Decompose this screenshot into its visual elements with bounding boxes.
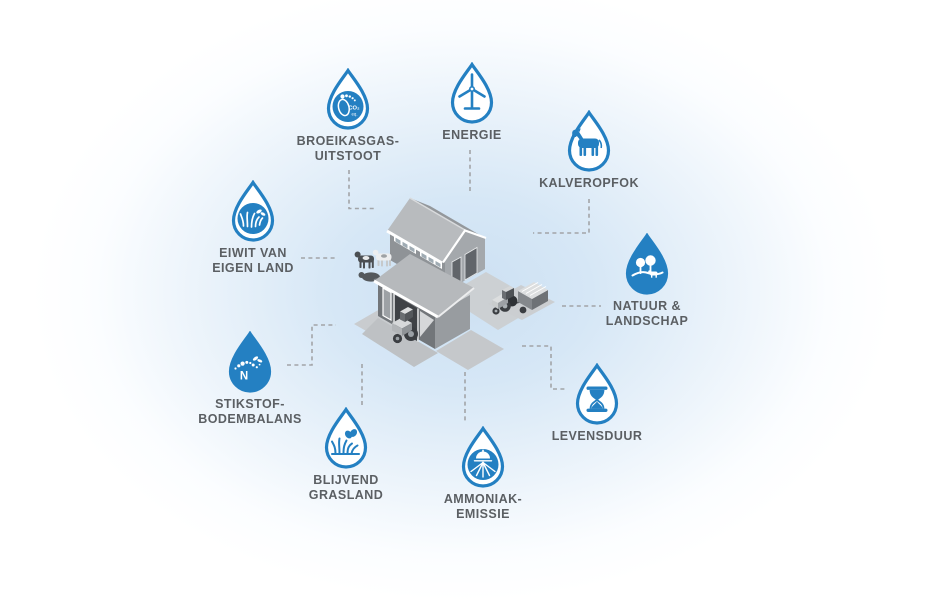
ground-shadow-front bbox=[362, 318, 438, 367]
nitrogen-soil-balance-icon: N bbox=[228, 331, 272, 393]
svg-text:CO₂: CO₂ bbox=[348, 106, 360, 112]
svg-text:N: N bbox=[240, 371, 248, 383]
farm-illustration-svg bbox=[354, 197, 555, 370]
node-levensduur: LEVENSDUUR bbox=[522, 363, 672, 444]
ground-shadow-shed-right bbox=[436, 330, 504, 370]
node-label: BROEIKASGAS-UITSTOOT bbox=[296, 134, 400, 163]
calf-icon bbox=[567, 110, 611, 172]
node-broeikasgas-uitstoot: CO₂ eq. BROEIKASGAS-UITSTOOT bbox=[273, 68, 423, 164]
co2-footprint-icon: CO₂ eq. bbox=[326, 68, 370, 130]
machine-shed bbox=[373, 254, 475, 349]
svg-text:eq.: eq. bbox=[351, 112, 357, 117]
tractor-in-shed bbox=[392, 307, 418, 344]
cow-white bbox=[372, 249, 392, 267]
barn-door bbox=[464, 246, 478, 281]
node-natuur-landschap: NATUUR &LANDSCHAP bbox=[572, 233, 722, 329]
node-label: LEVENSDUUR bbox=[551, 429, 643, 443]
node-label: NATUUR &LANDSCHAP bbox=[605, 299, 689, 328]
node-label: STIKSTOF-BODEMBALANS bbox=[198, 397, 302, 426]
shed-side-door bbox=[382, 286, 392, 322]
grass-protein-icon bbox=[231, 180, 275, 242]
shed-open-gate bbox=[420, 311, 434, 337]
cow-herd bbox=[354, 249, 392, 282]
hourglass-icon bbox=[575, 363, 619, 425]
node-kalveropfok: KALVEROPFOK bbox=[514, 110, 664, 191]
node-label: ENERGIE bbox=[442, 128, 502, 142]
node-energie: ENERGIE bbox=[397, 62, 547, 143]
trees-and-cow-icon bbox=[625, 233, 669, 295]
tractor-with-trailer bbox=[492, 282, 548, 315]
shed-roof bbox=[374, 254, 474, 317]
wind-turbine-icon bbox=[450, 62, 494, 124]
node-label: KALVEROPFOK bbox=[539, 176, 639, 190]
node-label: AMMONIAK-EMISSIE bbox=[443, 492, 523, 521]
node-ammoniak-emissie: AMMONIAK-EMISSIE bbox=[408, 426, 558, 522]
node-stikstof-bodembalans: N STIKSTOF-BODEMBALANS bbox=[175, 331, 325, 427]
grass-and-butterfly-icon bbox=[324, 407, 368, 469]
cow-dark bbox=[354, 251, 374, 269]
manure-injector-icon bbox=[461, 426, 505, 488]
farm-illustration bbox=[350, 196, 565, 371]
